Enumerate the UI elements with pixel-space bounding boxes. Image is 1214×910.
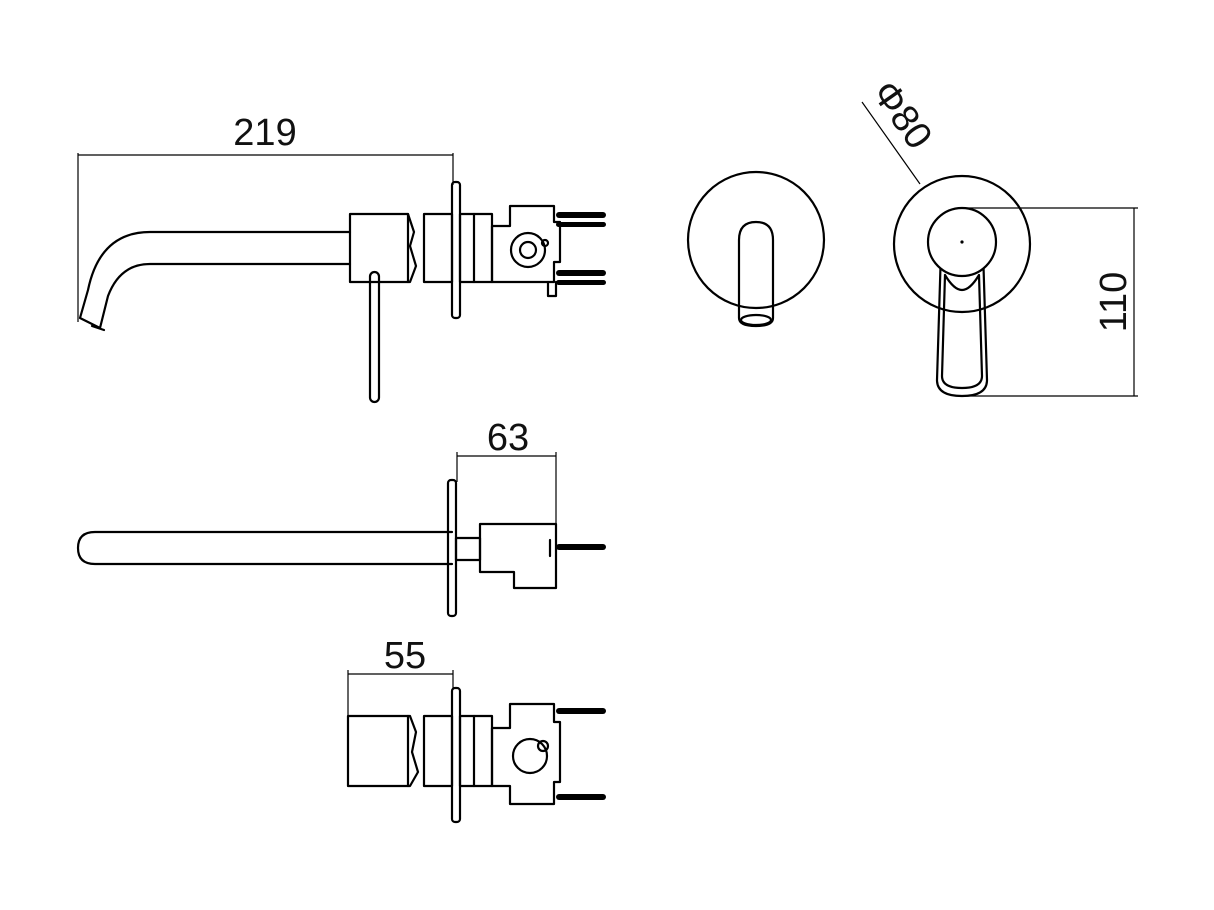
handle-lever [368, 270, 381, 404]
dimension-label-63: 63 [487, 417, 529, 459]
dimension-label-55: 55 [384, 635, 426, 677]
dimension-handle-height: 110 [962, 207, 1138, 397]
collar-bottom [422, 714, 454, 788]
dimension-label-110: 110 [1093, 272, 1135, 333]
connector-top [454, 536, 482, 562]
mounting-bolts [556, 212, 606, 285]
front-view-handle: Φ80 110 [861, 73, 1138, 398]
wall-plate-top [446, 478, 458, 618]
bolt-top [556, 544, 606, 550]
mounting-bolts-bottom [556, 708, 606, 800]
valve-box-top [478, 522, 558, 590]
cartridge-block [458, 212, 494, 284]
dimension-label-219: 219 [233, 112, 296, 154]
mixer-body [348, 212, 418, 284]
spout-top [76, 530, 454, 566]
wall-plate [450, 180, 462, 320]
wall-plate-bottom [450, 686, 462, 824]
valve-box-bottom [490, 702, 562, 806]
valve-port [509, 231, 547, 269]
dimension-spout-projection: 219 [77, 112, 454, 322]
handle-rosette [892, 174, 1032, 314]
spout [78, 230, 352, 330]
dimension-wall-depth: 63 [456, 417, 557, 524]
mixer-body-bottom [346, 714, 420, 788]
spout-rosette [686, 170, 826, 310]
cartridge-block-bottom [458, 714, 494, 788]
spout-outlet [737, 220, 775, 328]
valve-box [490, 204, 562, 284]
collar [422, 212, 454, 284]
top-view: 63 [76, 417, 606, 618]
dimension-rosette-diameter: Φ80 [861, 73, 940, 185]
dimension-body-depth: 55 [347, 635, 454, 716]
side-view: 219 [77, 112, 606, 404]
bottom-view: 55 [346, 635, 606, 824]
dimension-label-diameter: Φ80 [864, 73, 940, 157]
front-view-spout [686, 170, 826, 328]
